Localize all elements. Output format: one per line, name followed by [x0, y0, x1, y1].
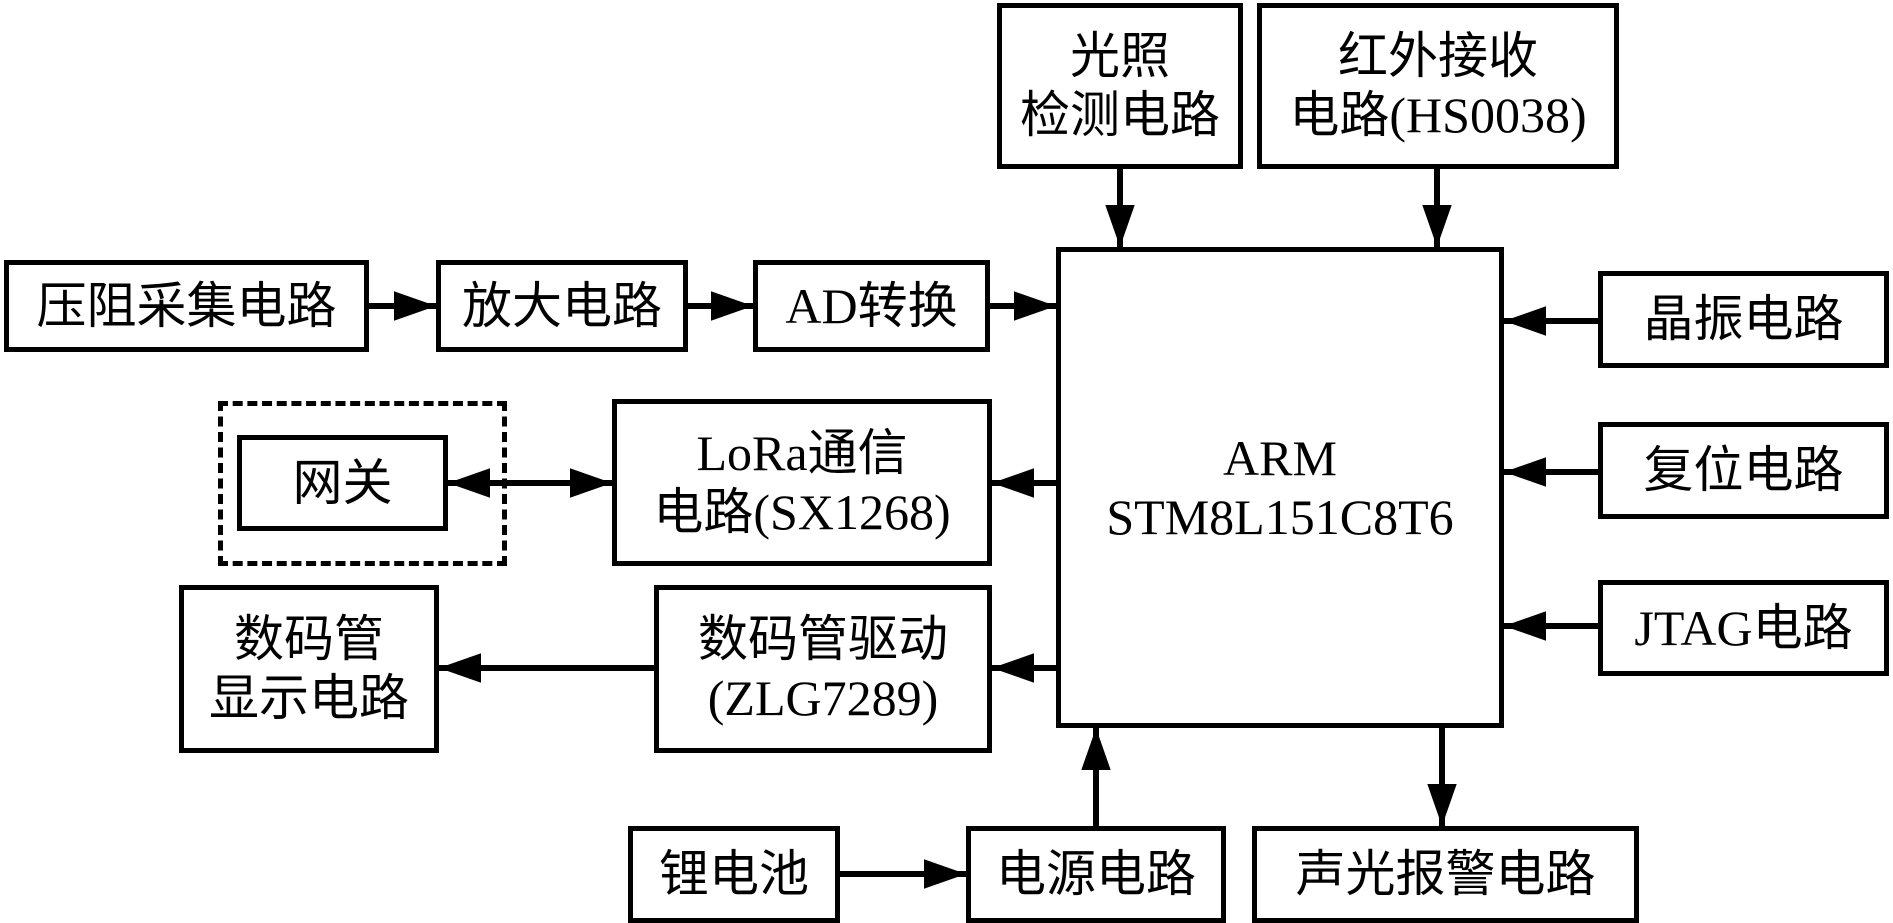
adc-block: AD转换 [753, 260, 990, 352]
jtag-circuit-block: JTAG电路 [1598, 580, 1889, 676]
lora-comm-block: LoRa通信 电路(SX1268) [612, 399, 992, 566]
battery-block: 锂电池 [628, 826, 840, 923]
seg-driver-block: 数码管驱动 (ZLG7289) [654, 585, 992, 753]
gateway-group-dashed-frame [218, 401, 507, 566]
block-label-line: 数码管 [234, 611, 384, 667]
block-label-line: 网关 [292, 454, 393, 511]
block-label-line: 数码管驱动 [698, 611, 948, 667]
block-label-line: AD转换 [785, 277, 958, 334]
gateway-block: 网关 [237, 435, 448, 531]
seg-display-block: 数码管 显示电路 [179, 585, 439, 753]
block-label-line: 晶振电路 [1643, 291, 1844, 347]
block-label-line: 电路(HS0038) [1289, 87, 1587, 143]
mcu-block: ARM STM8L151C8T6 [1056, 247, 1504, 728]
crystal-oscillator-block: 晶振电路 [1598, 271, 1889, 368]
block-label-line: 放大电路 [462, 277, 662, 334]
block-label-line: 电路(SX1268) [653, 483, 951, 540]
power-circuit-block: 电源电路 [966, 826, 1226, 923]
ir-receiver-block: 红外接收 电路(HS0038) [1257, 3, 1619, 169]
block-label-line: 红外接收 [1338, 28, 1538, 84]
block-label-line: 光照 [1070, 28, 1170, 84]
block-label-line: 复位电路 [1643, 442, 1844, 498]
block-label-line: 电源电路 [996, 846, 1196, 902]
reset-circuit-block: 复位电路 [1598, 422, 1889, 519]
mcu-label-line: ARM [1223, 429, 1337, 486]
block-label-line: LoRa通信 [696, 424, 908, 481]
block-label-line: (ZLG7289) [707, 670, 939, 726]
light-detection-block: 光照 检测电路 [997, 3, 1243, 169]
piezo-sampling-block: 压阻采集电路 [4, 260, 369, 352]
mcu-label-line: STM8L151C8T6 [1106, 488, 1454, 545]
block-label-line: 锂电池 [659, 846, 809, 902]
block-label-line: 显示电路 [209, 670, 409, 726]
block-label-line: 声光报警电路 [1295, 846, 1596, 902]
amplifier-block: 放大电路 [436, 260, 688, 352]
block-label-line: 检测电路 [1020, 87, 1220, 143]
block-label-line: JTAG电路 [1634, 599, 1853, 656]
alarm-circuit-block: 声光报警电路 [1252, 826, 1639, 923]
block-label-line: 压阻采集电路 [36, 277, 337, 334]
